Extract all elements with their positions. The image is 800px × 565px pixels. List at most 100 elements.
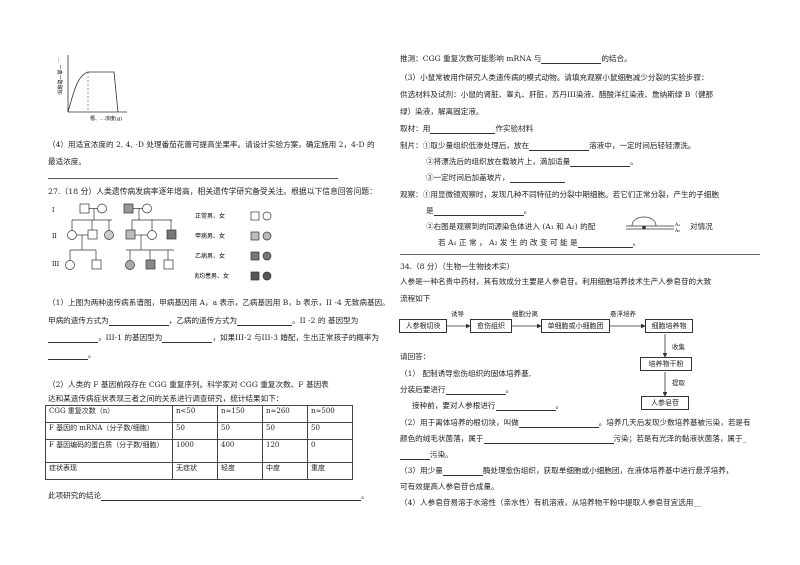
q27-p1-line1: （1）上图为两种遗传病系谱图，甲病基因用 A，a 表示，乙病基因用 B，b 表示… (48, 298, 390, 307)
a3-text: （3）用少量 (400, 466, 443, 475)
answer-line (48, 178, 338, 179)
q27-p2-line2: 达和某遗传病症状表现三者之间的关系进行调查研究，统计结果如下： (48, 394, 284, 403)
blank[interactable] (48, 334, 98, 343)
q34-header: 34.（8 分）（生物一生物技术实） (400, 262, 515, 271)
obs-line2: 是。 (426, 206, 532, 216)
table-cell: 0 (307, 439, 353, 463)
table-row: 症状表现 无症状 轻度 中度 重度 (45, 462, 353, 480)
a2-line3: 污染。 (400, 450, 453, 460)
blank[interactable] (483, 435, 614, 444)
blank[interactable] (108, 317, 169, 326)
blank[interactable] (48, 351, 88, 360)
make-text: 制片：①取少量组织低渗处理后，放在 (400, 141, 530, 150)
blank[interactable] (541, 55, 602, 64)
table-cell: 400 (217, 439, 263, 463)
flow-box-ginseng-root: 人参根切块 (399, 319, 447, 333)
obs-text: 是 (426, 206, 434, 215)
blank[interactable] (433, 207, 524, 216)
table-cell: F 基因编码的蛋白质（分子数/细胞） (45, 439, 173, 463)
q4-line2: 最适浓度。 (48, 157, 86, 166)
q34-line1: 人参是一种名贵中药材，其有效成分主要是人参皂苷。利用细胞培养技术生产人参皂苷的大… (400, 277, 712, 286)
blank[interactable] (518, 419, 599, 428)
table-cell: n<50 (172, 405, 218, 423)
table-cell: 轻度 (217, 462, 263, 480)
gen-II-label: II (52, 233, 57, 240)
blank[interactable] (237, 317, 293, 326)
q27-p1-line3: ，III-1 的基因型为 ，如果III-2 与III-3 婚配，生出正常孩子的概率… (48, 333, 379, 343)
a3-text-2: 酶处理愈伤组织，获取单细胞或小细胞团，在液体培养基中进行悬浮培养， (482, 466, 734, 475)
arrow-label-collect: 收集 (672, 343, 685, 351)
blank[interactable] (509, 174, 565, 183)
a2-text-2: 。培养几天后发现少数培养基被污染，若是有 (598, 418, 751, 427)
arrow-label-extract: 提取 (672, 379, 685, 387)
table-cell: 中度 (262, 462, 308, 480)
obs-line5: 若 A₁ 正 常 ， A₂ 发 生 的 改 变 可 能 是。 (438, 238, 641, 248)
q27-p1-line2: 甲病的遗传方式为 ，乙病的遗传方式为 。II -2 的 基因型为 (48, 316, 358, 326)
chromosome-pairing-figure: A₁ A₂ (626, 216, 680, 234)
table-cell: 症状表现 (45, 462, 173, 480)
a1-text: 分装后要进行 (400, 385, 446, 394)
legend-disease-b: 乙病男、女 (195, 252, 225, 260)
blank[interactable] (400, 451, 430, 460)
blank[interactable] (529, 142, 590, 151)
flow-box-dry-powder: 培养物干粉 (640, 357, 692, 371)
a1-label: A₁ (674, 222, 680, 228)
a2-line1: （2）用于离体培养的根切块，叫做。培养几天后发现少数培养基被污染，若是有 (400, 418, 751, 428)
obs-line1: 观察：①用显微镜观察时，发现几种不同特征的分裂中期细胞。若它们正常分裂，产生的子… (400, 190, 719, 199)
a1-line2: 分装后要进行。 (400, 385, 514, 395)
take-line: 取材：用 作实验材料 (400, 124, 533, 134)
p1-text-a: 甲病的遗传方式为 (48, 316, 109, 325)
legend-both: 两病均患男、女 (195, 272, 229, 280)
table-row: F 基因编码的蛋白质（分子数/细胞） 1000 400 120 0 (45, 439, 353, 463)
take-text: 取材：用 (400, 124, 431, 133)
blank[interactable] (495, 402, 556, 411)
p1-text-e: ，如果III-2 与III-3 婚配，生出正常孩子的概率为 (212, 333, 380, 342)
blank[interactable] (442, 467, 483, 476)
table-cell: 50 (307, 422, 353, 440)
table-cell: n≈500 (307, 405, 353, 423)
conclusion-line: 此项研究的结论。 (48, 491, 369, 501)
a3-line1: （3）用少量 酶处理愈伤组织，获取单细胞或小细胞团，在液体培养基中进行悬浮培养， (400, 466, 733, 476)
p1-text-c: 。II -2 的 基因型为 (292, 316, 359, 325)
blank[interactable] (101, 492, 362, 501)
flow-box-ginsenoside: 人参皂苷 (641, 396, 689, 410)
obs-line4: 对情况 (690, 222, 713, 231)
blank[interactable] (162, 334, 213, 343)
conclusion-text: 此项研究的结论 (48, 491, 102, 500)
table-row: F 基因的 mRNA（分子数/细胞） 50 50 50 50 (45, 422, 353, 440)
q27-p1-line4: 。 (48, 350, 96, 360)
p1-text-b: ，乙病的遗传方式为 (168, 316, 238, 325)
flowchart-arrows (447, 315, 705, 415)
arrow-label-suspension: 悬浮培养 (610, 310, 636, 318)
table-cell: 120 (262, 439, 308, 463)
legend-normal: 正常男、女 (195, 212, 225, 220)
q4-line1: （4）用适宜浓度的 2, 4, -D 处理番茄花蕾可提高坐果率。请设计实验方案，… (48, 140, 375, 149)
make-line2: ②将漂洗后的组织放在载玻片上，滴加适量。 (426, 157, 638, 167)
q3-line1: （3）小鼠常被用作研究人类遗传病的模式动物。请填充观察小鼠细胞减少分裂的实验步骤… (400, 73, 709, 82)
pedigree-legend: 正常男、女 甲病男、女 乙病男、女 两病均患男、女 (195, 211, 272, 281)
q3-line3: 绿）染液，解离固定液。 (400, 107, 484, 116)
pedigree-chart: I II III (52, 203, 177, 270)
a4-line: （4）人参皂苷易溶于水溶性（亲水性）有机溶液，从培养物干粉中提取人参皂苷宜选用_… (400, 498, 701, 507)
table-cell: n≈150 (217, 405, 263, 423)
flow-box-culture: 细胞培养物 (645, 319, 693, 333)
q27-header: 27.（18 分）人类遗传病发病率逐年增高，相关遗传学研究备受关注。根据以下信息… (48, 187, 377, 196)
take-text-2: 作实验材料 (495, 124, 534, 133)
p1-text-d: ，III-1 的基因型为 (98, 333, 163, 342)
flow-box-callus: 愈伤组织 (470, 319, 512, 333)
a2-label: A₂ (674, 228, 680, 234)
table-cell: F 基因的 mRNA（分子数/细胞） (45, 422, 173, 440)
cgg-table: CGG 重复次数（n） n<50 n≈150 n≈260 n≈500 F 基因的… (45, 405, 353, 480)
table-row: CGG 重复次数（n） n<50 n≈150 n≈260 n≈500 (45, 405, 353, 423)
blank[interactable] (445, 386, 506, 395)
blank[interactable] (577, 239, 633, 248)
blank[interactable] (430, 125, 496, 134)
a1-text-3: 接种前，要对人参根进行 (412, 401, 496, 410)
a2-line2: 颜色的绒毛状菌落，属于污染；若是有光泽的黏液状菌落，属于_ (400, 434, 746, 444)
blank[interactable] (570, 158, 631, 167)
a1-line3: 接种前，要对人参根进行。 (412, 401, 564, 411)
ask-line: 请回答： (400, 352, 431, 361)
make-line3: ③一定时间后加盖玻片， (426, 173, 565, 183)
q34-line2: 流程如下 (400, 294, 431, 303)
table-cell: n≈260 (262, 405, 308, 423)
